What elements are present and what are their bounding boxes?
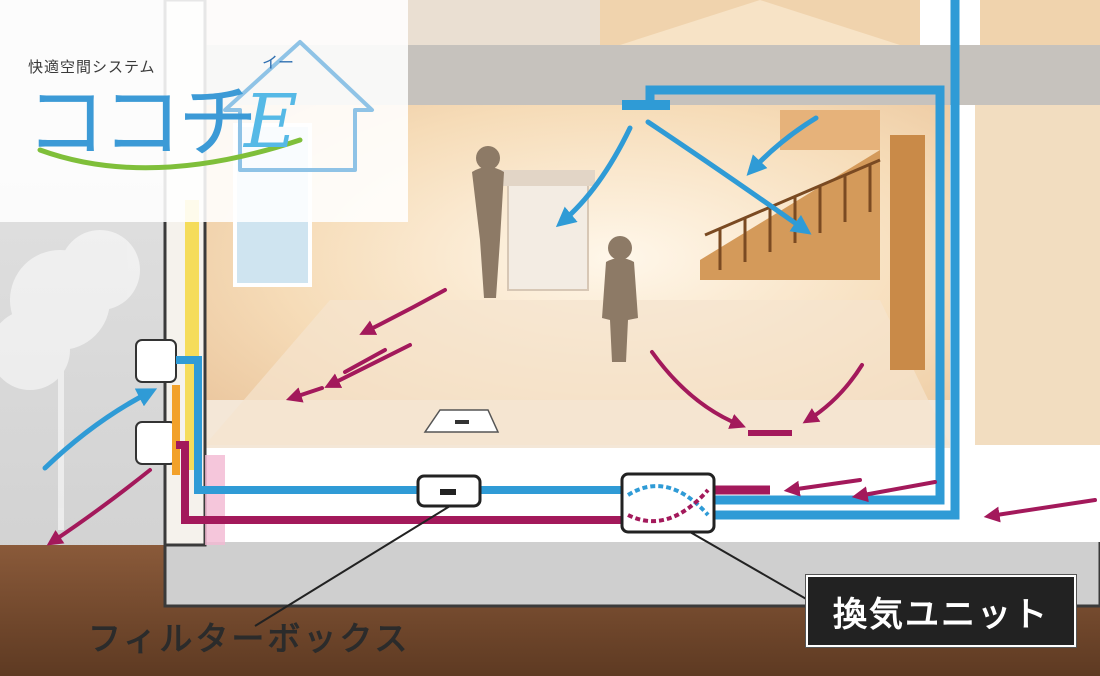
logo-wordmark: ココチ xyxy=(26,76,258,169)
floor-perspective xyxy=(205,300,950,445)
logo-ruby: イー xyxy=(262,53,295,72)
logo-swoosh xyxy=(37,137,303,171)
vent-orange-strip xyxy=(172,385,180,475)
kitchen-counter xyxy=(507,179,589,291)
unit-crossflow-red xyxy=(627,488,710,524)
person-adult-silhouette xyxy=(472,146,504,298)
logo-house-outline xyxy=(223,40,374,172)
filter-box-slot xyxy=(440,489,456,495)
ventilation-unit-leader-line xyxy=(689,531,809,601)
logo-panel-bg xyxy=(0,0,408,222)
wall-insulation-pink xyxy=(205,455,225,545)
unit-crossflow-blue xyxy=(626,484,710,517)
exhaust-arrows xyxy=(46,288,1097,546)
person-child-silhouette xyxy=(602,236,638,362)
supply-duct xyxy=(176,356,625,494)
counter-top xyxy=(500,170,595,186)
logo: 快適空間システム イー ココチ E xyxy=(0,0,408,222)
ceiling-diffuser xyxy=(622,100,670,110)
outdoor-vent-exhaust xyxy=(135,421,177,465)
upper-room-right xyxy=(980,0,1100,45)
logo-wordmark-letter: E xyxy=(244,79,299,165)
floor-grille-slot xyxy=(455,420,469,424)
filter-box-leader-line xyxy=(254,505,451,627)
ventilation-unit-label: 換気ユニット xyxy=(833,594,1049,635)
logo-tagline: 快適空間システム xyxy=(28,58,156,76)
interior-door xyxy=(890,135,925,370)
ventilation-unit xyxy=(620,472,716,534)
supply-arrows xyxy=(42,115,819,471)
ventilation-unit-label-box: 換気ユニット xyxy=(806,575,1076,647)
exhaust-duct xyxy=(176,441,625,524)
upper-ceiling-light xyxy=(620,0,900,45)
outdoor-vent-intake xyxy=(135,339,177,383)
floor-exhaust-grille xyxy=(748,430,792,436)
right-room xyxy=(975,105,1100,445)
filter-box-label: フィルターボックス xyxy=(88,619,411,658)
supply-duct-riser xyxy=(715,0,960,520)
tree-silhouette xyxy=(0,230,140,530)
